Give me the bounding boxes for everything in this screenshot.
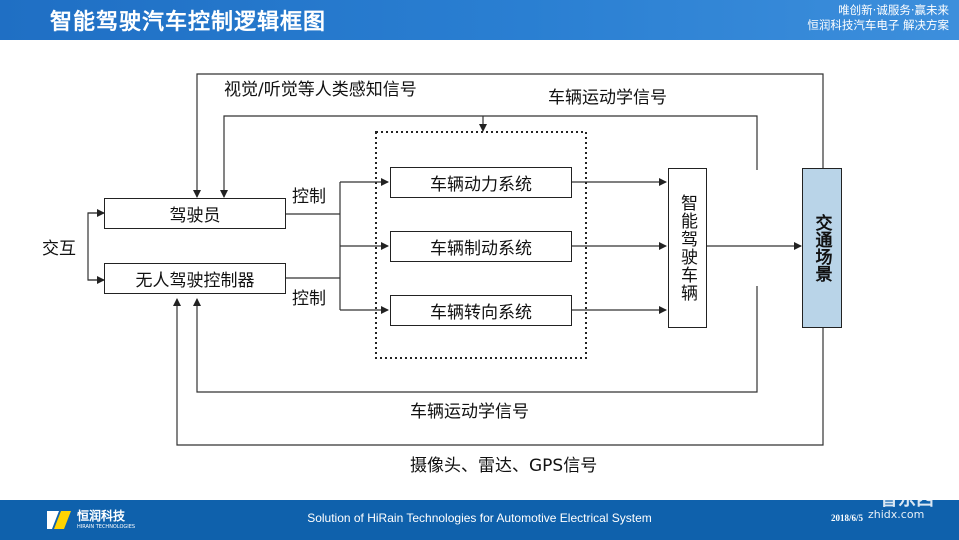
hirain-logo-icon (44, 508, 74, 532)
steering-system-box: 车辆转向系统 (390, 295, 572, 326)
label-interaction: 交互 (42, 239, 76, 259)
label-visual-audio: 视觉/听觉等人类感知信号 (224, 80, 417, 100)
slogan: 唯创新·诚服务·赢未来 恒润科技汽车电子 解决方案 (807, 3, 949, 33)
logo-text-cn: 恒润科技 (77, 509, 126, 523)
footer-bar: 恒润科技 HIRAIN TECHNOLOGIES Solution of HiR… (0, 500, 959, 540)
interaction-bracket (87, 212, 104, 281)
page-title: 智能驾驶汽车控制逻辑框图 (50, 10, 327, 35)
arrow-visual-audio (193, 73, 824, 198)
header-bar: 智能驾驶汽车控制逻辑框图 唯创新·诚服务·赢未来 恒润科技汽车电子 解决方案 (0, 0, 959, 40)
slogan-line-2: 恒润科技汽车电子 解决方案 (807, 18, 949, 32)
arrow-kinematics-bottom (193, 286, 758, 393)
label-control-1: 控制 (292, 187, 326, 207)
actuator-group-dashed (375, 131, 587, 359)
footer-date: 2018/6/5 (831, 513, 864, 523)
arrow-kinematics-top (220, 115, 758, 198)
logo-text-en: HIRAIN TECHNOLOGIES (77, 524, 136, 530)
label-kinematics-bottom: 车辆运动学信号 (410, 402, 529, 422)
label-kinematics-top: 车辆运动学信号 (548, 88, 667, 108)
arrow-sensors (173, 298, 824, 446)
footer-text: Solution of HiRain Technologies for Auto… (307, 511, 652, 525)
watermark-cn: 智东西 (880, 489, 934, 510)
brake-system-box: 车辆制动系统 (390, 231, 572, 262)
driver-box: 驾驶员 (104, 198, 286, 229)
watermark-en: zhidx.com (868, 508, 925, 521)
traffic-scene-box: 交通场景 (802, 168, 842, 328)
autopilot-controller-box: 无人驾驶控制器 (104, 263, 286, 294)
power-system-box: 车辆动力系统 (390, 167, 572, 198)
label-sensors: 摄像头、雷达、GPS信号 (410, 456, 598, 476)
label-control-2: 控制 (292, 289, 326, 309)
diagram-connectors (87, 73, 824, 446)
intelligent-vehicle-box: 智能驾驶车辆 (668, 168, 707, 328)
slogan-line-1: 唯创新·诚服务·赢未来 (838, 3, 949, 17)
